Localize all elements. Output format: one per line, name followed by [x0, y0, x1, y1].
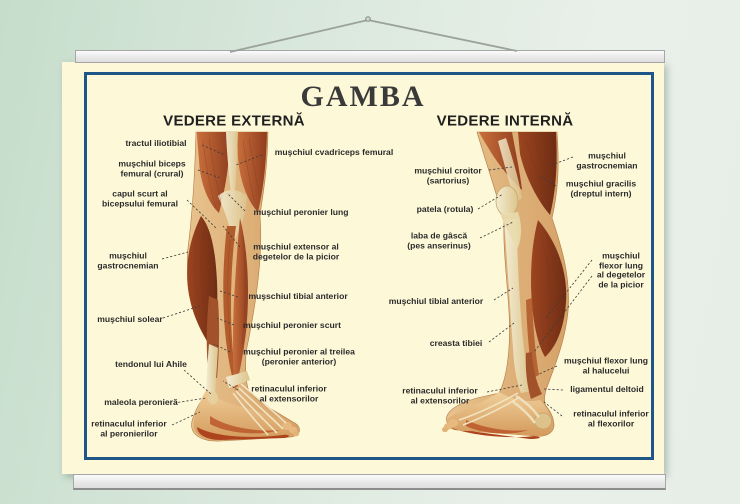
label-flexor-lung-halucelui: muşchiul flexor lung al halucelui [563, 355, 649, 375]
label-retinacul-peronierilor: retinaculul inferior al peronierilor [91, 418, 167, 438]
label-retinacul-extensorilor-ext: retinaculul inferior al extensorilor [251, 383, 327, 403]
label-peronier-lung: muşchiul peronier lung [253, 207, 349, 218]
heading-vedere-externa: VEDERE EXTERNĂ [163, 112, 305, 130]
label-flexor-lung-degetelor: muşchiul flexor lung al degetelor de la … [596, 250, 646, 290]
label-solear: muşchiul solear [97, 314, 163, 325]
label-cvadriceps-femural: muşchiul cvadriceps femural [274, 147, 394, 158]
heading-vedere-interna: VEDERE INTERNĂ [436, 112, 574, 130]
label-ligamentul-deltoid: ligamentul deltoid [570, 384, 644, 395]
label-gastrocnemian-int: muşchiul gastrocnemian [576, 150, 638, 170]
label-extensor-degetelor: muşchiul extensor al degetelor de la pic… [252, 241, 340, 261]
label-capul-scurt-biceps: capul scurt al bicepsului femural [102, 188, 178, 208]
label-peronier-scurt: muşchiul peronier scurt [243, 320, 341, 331]
label-tendon-ahile: tendonul lui Ahile [115, 359, 187, 370]
label-gastrocnemian-ext: muşchiul gastrocnemian [97, 250, 159, 270]
label-gracilis: muşchiul gracilis (dreptul intern) [565, 178, 637, 198]
top-rail [75, 50, 665, 63]
label-laba-de-gasca: laba de gâscă (pes anserinus) [407, 230, 471, 250]
label-croitor-sartorius: muşchiul croitor (sartorius) [414, 165, 482, 185]
label-retinacul-extensorilor-int: retinaculul inferior al extensorilor [402, 385, 478, 405]
label-biceps-femural: muşchiul biceps femural (crural) [118, 158, 186, 178]
poster-title: GAMBA [300, 80, 426, 113]
label-patela-rotula: patela (rotula) [416, 204, 474, 215]
hanger-string [229, 16, 518, 53]
label-creasta-tibiei: creasta tibiei [429, 338, 483, 349]
label-retinacul-flexorilor: retinaculul inferior al flexorilor [573, 408, 649, 428]
poster-frame [84, 72, 654, 460]
label-tractul-iliotibial: tractul iliotibial [125, 138, 187, 149]
label-maleola-peroniera: maleola peronieră [104, 397, 178, 408]
label-tibial-anterior-int: muşchiul tibial anterior [388, 296, 484, 307]
label-tibial-anterior-ext: muşschiul tibial anterior [248, 291, 348, 302]
bottom-rail [73, 474, 666, 490]
label-peronier-treilea: muşchiul peronier al treilea (peronier a… [243, 346, 355, 366]
